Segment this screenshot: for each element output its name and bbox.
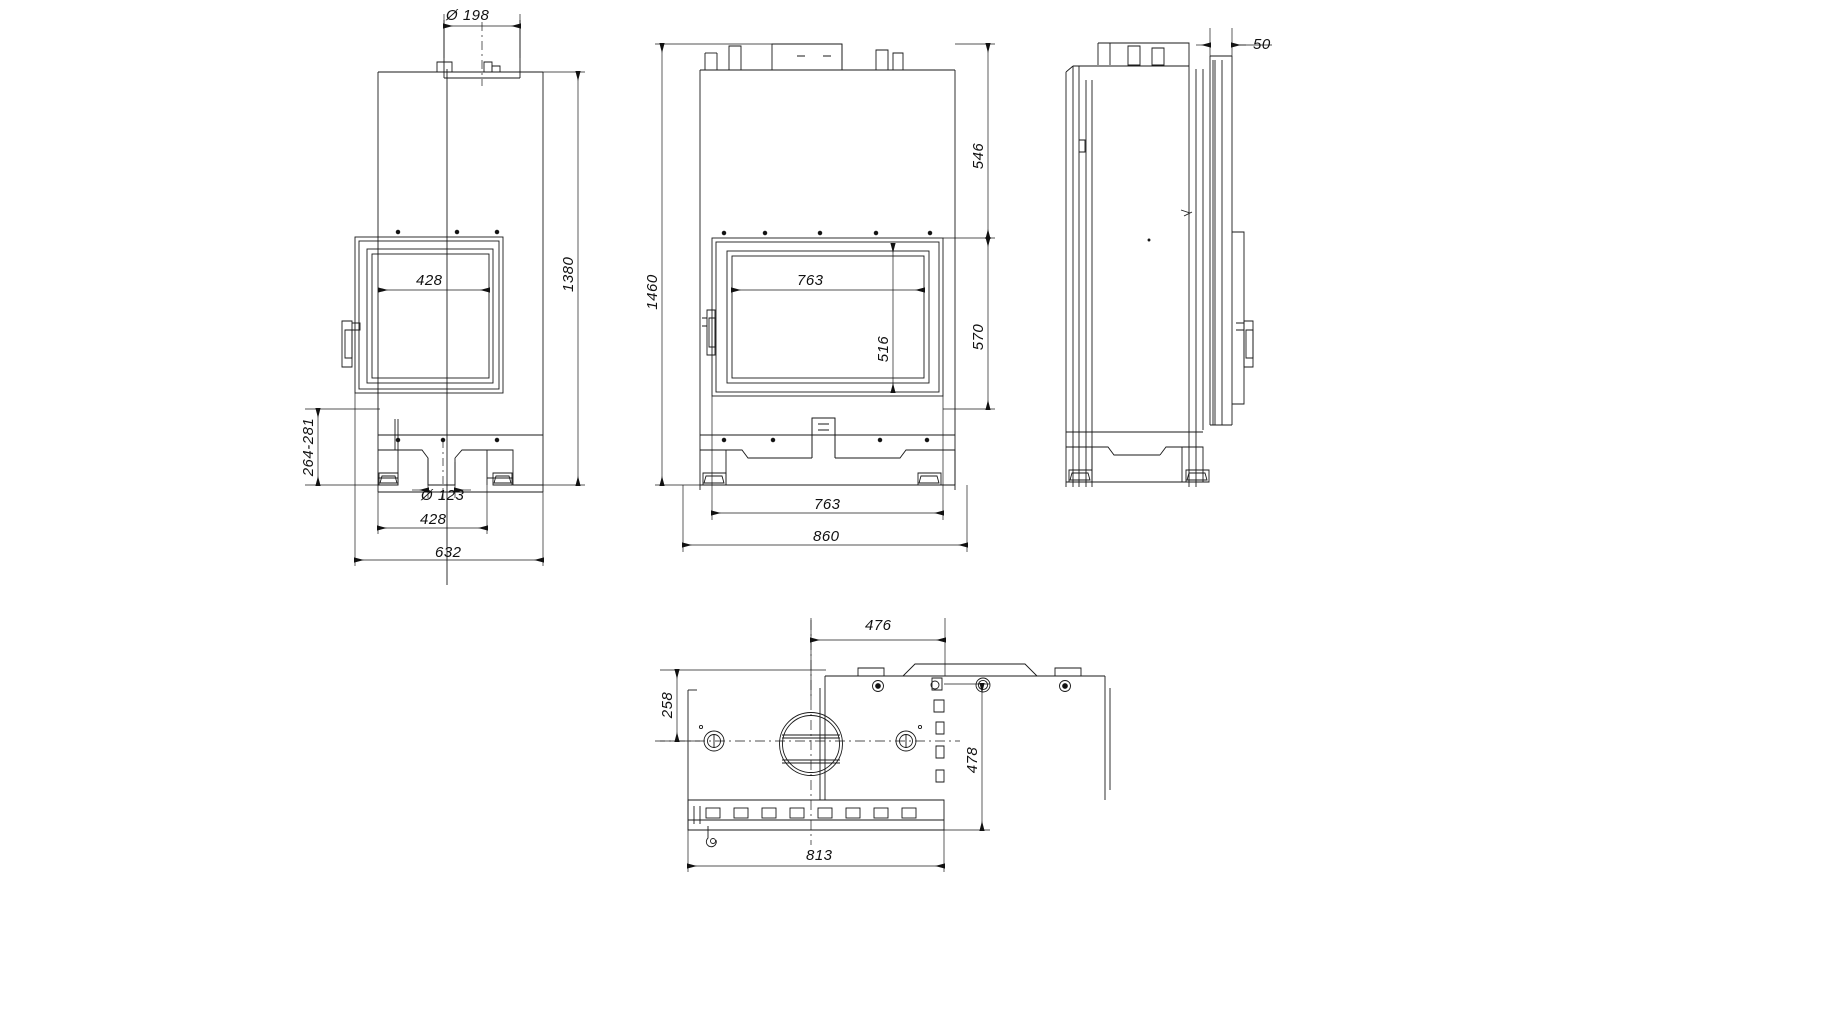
dim-label-570: 570 (970, 324, 987, 351)
dim-label-546: 546 (970, 143, 987, 170)
dim-label-478: 478 (964, 747, 981, 774)
view-right-side (1065, 42, 1254, 487)
dim-label-428-glass: 428 (416, 272, 443, 289)
dim-label-dia198: Ø 198 (445, 7, 490, 24)
dim-label-1460: 1460 (644, 274, 661, 310)
dimensions-left-view (305, 14, 585, 566)
dim-label-476: 476 (865, 617, 892, 634)
dimensions-front-view (655, 43, 995, 552)
dim-label-813: 813 (806, 847, 833, 864)
dim-label-763-glass: 763 (797, 272, 824, 289)
dim-label-516: 516 (875, 336, 892, 363)
dim-label-50: 50 (1253, 36, 1271, 53)
dim-label-860: 860 (813, 528, 840, 545)
dim-label-1380: 1380 (560, 256, 577, 292)
dimensions-right-view (1196, 28, 1272, 56)
view-left-side (341, 20, 544, 585)
view-front (699, 43, 956, 490)
dim-label-763-bottom: 763 (814, 496, 841, 513)
dim-label-258: 258 (659, 692, 676, 720)
dimension-labels: Ø 198 1380 428 264-281 Ø 123 428 632 146… (300, 7, 1271, 864)
dim-label-264-281: 264-281 (300, 418, 317, 478)
dim-label-632: 632 (435, 544, 462, 561)
dim-label-428-bottom: 428 (420, 511, 447, 528)
dimensions-plan-view (660, 618, 990, 872)
dim-label-dia123: Ø 123 (420, 487, 465, 504)
